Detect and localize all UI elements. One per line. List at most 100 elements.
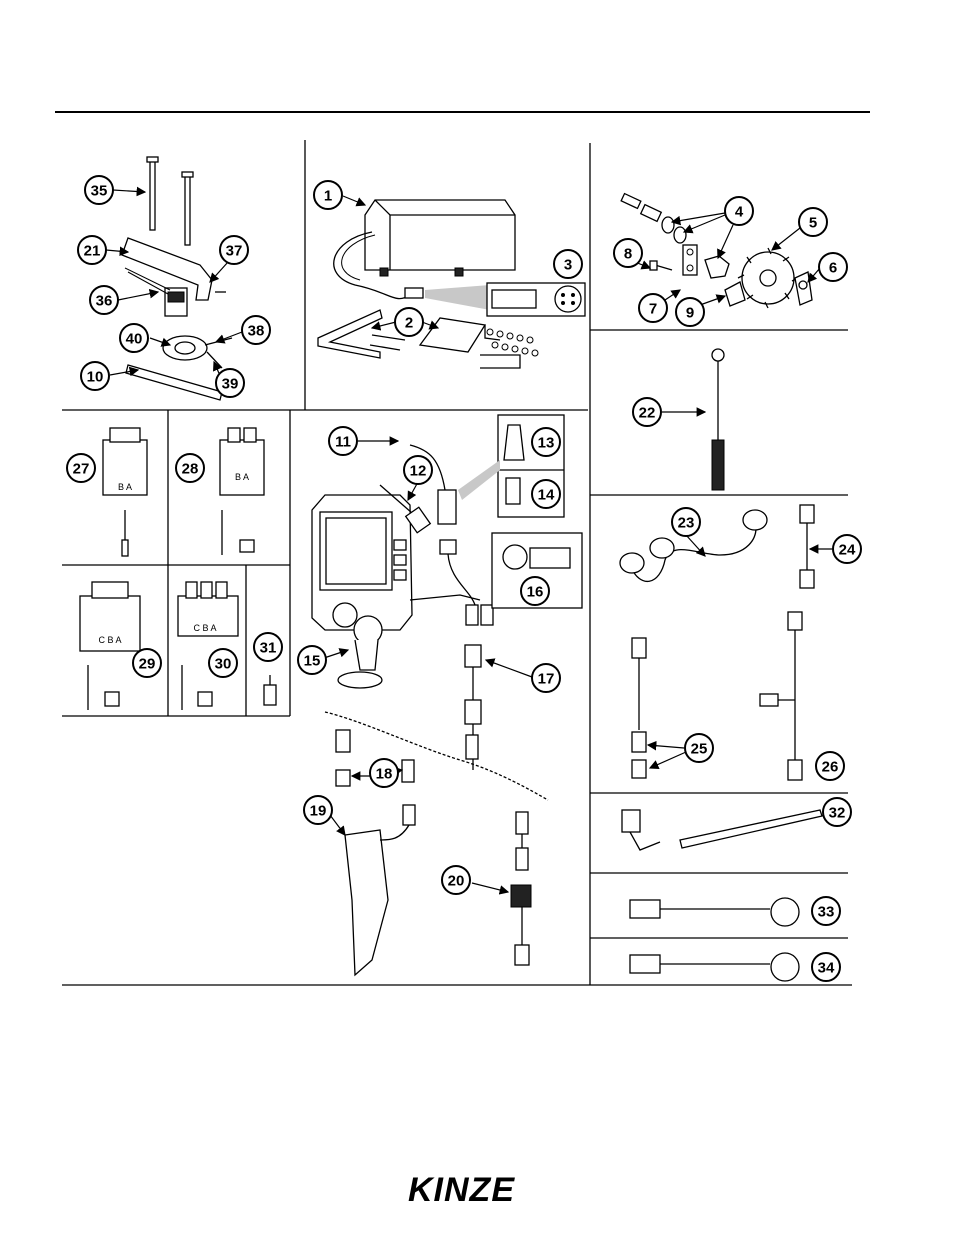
callout-37: 37: [220, 236, 248, 264]
svg-text:30: 30: [215, 656, 232, 673]
callout-2: 2: [395, 308, 423, 336]
callout-38: 38: [242, 316, 270, 344]
callout-24: 24: [833, 535, 861, 563]
callout-27: 27: [67, 454, 95, 482]
callout-19: 19: [304, 796, 332, 824]
callout-16: 16: [521, 577, 549, 605]
callout-22: 22: [633, 398, 661, 426]
connector-30-illustration: [178, 582, 238, 710]
svg-text:25: 25: [691, 741, 708, 758]
svg-text:1: 1: [324, 188, 332, 205]
callout-4: 4: [725, 197, 753, 225]
svg-text:KINZE: KINZE: [408, 1171, 515, 1209]
svg-text:20: 20: [448, 873, 465, 890]
callout-6: 6: [819, 253, 847, 281]
svg-text:13: 13: [538, 435, 555, 452]
console-box-illustration: [318, 200, 585, 368]
callout-21: 21: [78, 236, 106, 264]
connector-27-letters: B A: [118, 482, 132, 492]
svg-text:29: 29: [139, 656, 156, 673]
callout-29: 29: [133, 649, 161, 677]
callout-11: 11: [329, 427, 357, 455]
svg-text:32: 32: [829, 805, 846, 822]
svg-text:21: 21: [84, 243, 101, 260]
callout-28: 28: [176, 454, 204, 482]
callout-23: 23: [672, 508, 700, 536]
callout-13: 13: [532, 428, 560, 456]
svg-text:37: 37: [226, 243, 243, 260]
svg-text:33: 33: [818, 904, 835, 921]
svg-text:27: 27: [73, 461, 90, 478]
svg-text:16: 16: [527, 584, 544, 601]
adapter-34-illustration: [630, 953, 799, 981]
svg-text:8: 8: [624, 246, 632, 263]
svg-text:22: 22: [639, 405, 656, 422]
harness-illustration: [620, 505, 814, 780]
adapter-33-illustration: [630, 898, 799, 926]
probe-tool-illustration: [712, 349, 724, 490]
callout-8: 8: [614, 239, 642, 267]
svg-text:5: 5: [809, 215, 817, 232]
tie-strap-illustration: [622, 810, 822, 850]
svg-text:34: 34: [818, 960, 835, 977]
svg-text:3: 3: [564, 257, 572, 274]
callout-20: 20: [442, 866, 470, 894]
callout-1: 1: [314, 181, 342, 209]
svg-text:23: 23: [678, 515, 695, 532]
kinze-logo: KINZE: [408, 1171, 515, 1209]
svg-text:2: 2: [405, 315, 413, 332]
connector-28-illustration: [220, 428, 264, 555]
connector-30-letters: C B A: [193, 623, 216, 633]
connector-28-letters: B A: [235, 472, 249, 482]
callout-40: 40: [120, 324, 148, 352]
connector-27-illustration: [103, 428, 147, 556]
svg-text:11: 11: [335, 434, 351, 451]
svg-text:40: 40: [126, 331, 143, 348]
svg-text:38: 38: [248, 323, 265, 340]
callout-7: 7: [639, 294, 667, 322]
svg-text:14: 14: [538, 487, 555, 504]
callout-34: 34: [812, 953, 840, 981]
callout-26: 26: [816, 752, 844, 780]
callout-12: 12: [404, 456, 432, 484]
connector-31-illustration: [264, 675, 276, 705]
callout-33: 33: [812, 897, 840, 925]
callout-3: 3: [554, 250, 582, 278]
svg-text:19: 19: [310, 803, 327, 820]
svg-text:31: 31: [260, 640, 277, 657]
svg-text:10: 10: [87, 369, 104, 386]
svg-text:4: 4: [735, 204, 744, 221]
callout-10: 10: [81, 362, 109, 390]
callout-5: 5: [799, 208, 827, 236]
svg-text:9: 9: [686, 305, 694, 322]
svg-text:15: 15: [304, 653, 321, 670]
callout-30: 30: [209, 649, 237, 677]
callout-18: 18: [370, 759, 398, 787]
callout-39: 39: [216, 369, 244, 397]
callout-14: 14: [532, 480, 560, 508]
callout-17: 17: [532, 664, 560, 692]
svg-text:7: 7: [649, 301, 657, 318]
svg-text:35: 35: [91, 183, 108, 200]
svg-text:39: 39: [222, 376, 239, 393]
svg-text:6: 6: [829, 260, 837, 277]
svg-text:17: 17: [538, 671, 555, 688]
bracket-kit-illustration: [122, 157, 232, 400]
callout-36: 36: [90, 286, 118, 314]
callout-15: 15: [298, 646, 326, 674]
svg-text:26: 26: [822, 759, 839, 776]
svg-text:18: 18: [376, 766, 393, 783]
sensor-hardware-illustration: [621, 194, 812, 308]
callout-25: 25: [685, 734, 713, 762]
svg-text:12: 12: [410, 463, 427, 480]
svg-text:24: 24: [839, 542, 856, 559]
connector-29-letters: C B A: [98, 635, 121, 645]
callout-9: 9: [676, 298, 704, 326]
svg-text:28: 28: [182, 461, 199, 478]
callout-35: 35: [85, 176, 113, 204]
connector-29-illustration: [80, 582, 140, 710]
callout-31: 31: [254, 633, 282, 661]
svg-text:36: 36: [96, 293, 113, 310]
callout-32: 32: [823, 798, 851, 826]
